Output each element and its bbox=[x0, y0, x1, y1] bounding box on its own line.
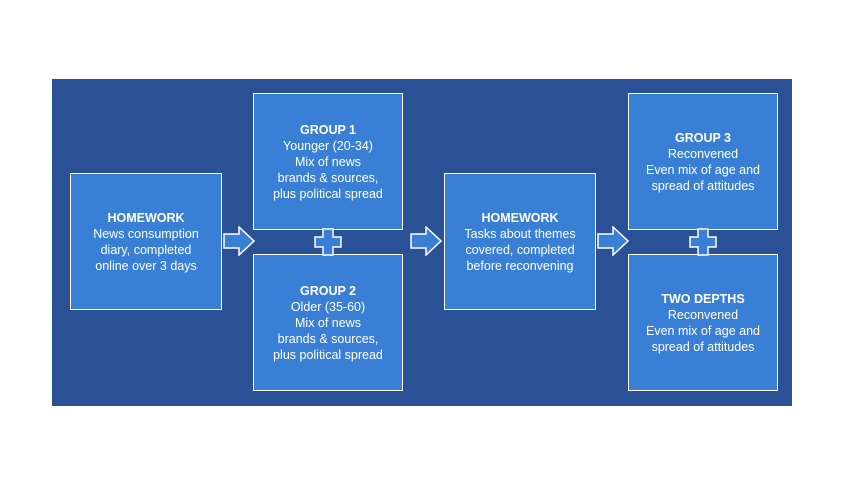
box-line: Tasks about themes bbox=[464, 226, 576, 241]
box-line: Reconvened bbox=[667, 307, 739, 322]
box-line: brands & sources, bbox=[277, 170, 379, 185]
homework-box-2: HOMEWORK Tasks about themes covered, com… bbox=[444, 173, 596, 310]
box-title: HOMEWORK bbox=[481, 210, 559, 225]
box-line: Even mix of age and bbox=[646, 162, 760, 177]
plus-icon bbox=[689, 228, 717, 256]
box-line: covered, completed bbox=[465, 242, 575, 257]
box-line: brands & sources, bbox=[277, 331, 379, 346]
arrow-right-icon bbox=[410, 226, 442, 256]
box-line: News consumption bbox=[93, 226, 199, 241]
box-line: Mix of news bbox=[295, 154, 361, 169]
arrow-right-icon bbox=[597, 226, 629, 256]
group-2-box: GROUP 2 Older (35-60) Mix of news brands… bbox=[253, 254, 403, 391]
box-title: HOMEWORK bbox=[107, 210, 185, 225]
group-3-box: GROUP 3 Reconvened Even mix of age and s… bbox=[628, 93, 778, 230]
box-title: GROUP 2 bbox=[299, 283, 357, 298]
box-line: diary, completed bbox=[100, 242, 192, 257]
box-line: spread of attitudes bbox=[651, 339, 755, 354]
plus-icon bbox=[314, 228, 342, 256]
group-1-box: GROUP 1 Younger (20-34) Mix of news bran… bbox=[253, 93, 403, 230]
box-line: Younger (20-34) bbox=[283, 138, 373, 153]
box-title: GROUP 3 bbox=[674, 130, 732, 145]
homework-box-1: HOMEWORK News consumption diary, complet… bbox=[70, 173, 222, 310]
box-title: TWO DEPTHS bbox=[661, 291, 745, 306]
box-line: before reconvening bbox=[466, 258, 574, 273]
arrow-right-icon bbox=[223, 226, 255, 256]
box-line: spread of attitudes bbox=[651, 178, 755, 193]
box-line: Mix of news bbox=[295, 315, 361, 330]
box-line: Even mix of age and bbox=[646, 323, 760, 338]
box-line: plus political spread bbox=[273, 186, 383, 201]
box-line: Older (35-60) bbox=[290, 299, 366, 314]
box-line: Reconvened bbox=[667, 146, 739, 161]
box-title: GROUP 1 bbox=[299, 122, 357, 137]
two-depths-box: TWO DEPTHS Reconvened Even mix of age an… bbox=[628, 254, 778, 391]
box-line: online over 3 days bbox=[95, 258, 197, 273]
box-line: plus political spread bbox=[273, 347, 383, 362]
